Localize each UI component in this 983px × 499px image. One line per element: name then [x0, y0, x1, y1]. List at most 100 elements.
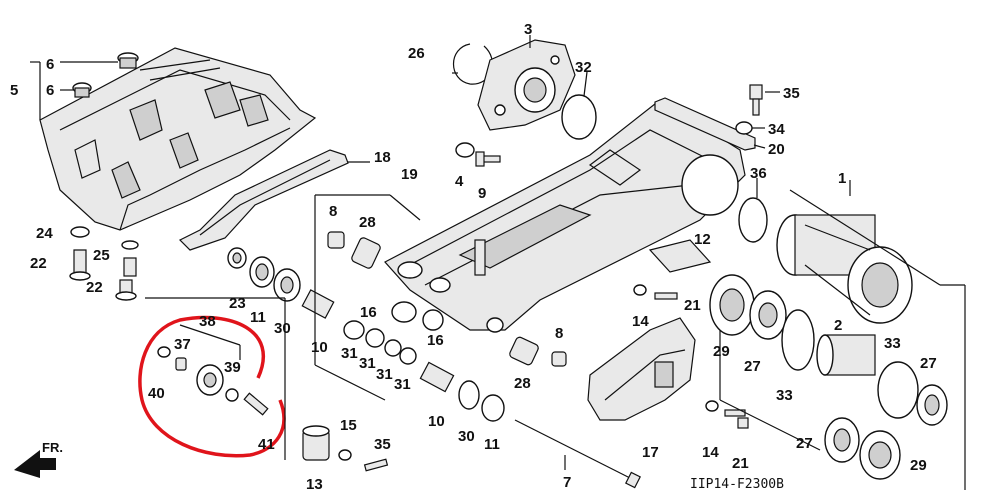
- callout-13: 13: [306, 476, 323, 493]
- collar-14b: [705, 400, 719, 412]
- bearing-27c: [824, 417, 860, 463]
- callout-21b: 21: [732, 455, 749, 472]
- eccentric-hub-1: [776, 214, 913, 324]
- collar-25: [121, 240, 139, 277]
- spacer-2: [816, 334, 876, 376]
- cap-8b: [551, 351, 567, 367]
- callout-11b: 11: [484, 436, 500, 453]
- chain-rail-20: [654, 97, 756, 151]
- callout-17: 17: [642, 444, 659, 461]
- callout-27b: 27: [920, 355, 937, 372]
- callout-6a: 6: [46, 56, 54, 73]
- callout-4: 4: [455, 173, 464, 190]
- collar-37: [175, 357, 187, 371]
- callout-3: 3: [524, 21, 532, 38]
- bearing-31c: [384, 339, 402, 357]
- callout-26: 26: [408, 45, 425, 62]
- callout-22b: 22: [86, 279, 103, 296]
- callout-39: 39: [224, 359, 241, 376]
- callout-8a: 8: [329, 203, 337, 220]
- bearing-31d: [399, 347, 417, 365]
- bearing-31a: [343, 320, 365, 340]
- bolt-21a: [654, 292, 678, 300]
- bolt-35a: [749, 84, 763, 116]
- bearing-11b: [481, 394, 505, 422]
- pivot-bolt-7: [514, 419, 641, 489]
- bolt-22a: [69, 249, 91, 281]
- callout-24: 24: [36, 225, 53, 242]
- callout-31d: 31: [394, 376, 411, 393]
- collar-10b: [419, 361, 455, 393]
- callout-29a: 29: [713, 343, 730, 360]
- bearing-27b: [916, 384, 948, 426]
- collar-28a: [351, 237, 381, 269]
- callout-28a: 28: [359, 214, 376, 231]
- callout-5: 5: [10, 82, 18, 99]
- seal-30a: [273, 268, 301, 302]
- callout-27a: 27: [744, 358, 761, 375]
- callout-22a: 22: [30, 255, 47, 272]
- callout-20: 20: [768, 141, 785, 158]
- callout-36: 36: [750, 165, 767, 182]
- callout-33a: 33: [776, 387, 793, 404]
- callout-9: 9: [478, 185, 486, 202]
- seal-30b: [458, 380, 480, 410]
- callout-30b: 30: [458, 428, 475, 445]
- rubber-mount-6b: [72, 82, 92, 98]
- seal-29b: [859, 430, 901, 480]
- callout-29b: 29: [910, 457, 927, 474]
- bearing-27a: [749, 290, 787, 340]
- callout-2: 2: [834, 317, 842, 334]
- callout-33b: 33: [884, 335, 901, 352]
- callout-1: 1: [838, 170, 846, 187]
- collar-39: [225, 388, 239, 402]
- skid-plate-guard: [39, 47, 317, 231]
- callout-14a: 14: [632, 313, 649, 330]
- callout-27c: 27: [796, 435, 813, 452]
- o-ring-33a: [781, 309, 815, 371]
- callout-41: 41: [258, 436, 275, 453]
- collar-10a: [301, 289, 335, 319]
- bearing-29a: [709, 274, 755, 336]
- bearing-31b: [365, 328, 385, 348]
- bolt-9: [475, 151, 501, 167]
- callout-31a: 31: [341, 345, 358, 362]
- washer-24: [70, 226, 90, 238]
- callout-10a: 10: [311, 339, 328, 356]
- cap-16a: [391, 301, 417, 323]
- callout-31b: 31: [359, 355, 376, 372]
- bracket-12: [648, 239, 712, 273]
- callout-32: 32: [575, 59, 592, 76]
- collar-4: [455, 142, 475, 158]
- highlight-circle: [138, 315, 286, 458]
- bolt-22b: [115, 279, 137, 301]
- callout-16b: 16: [427, 332, 444, 349]
- callout-35b: 35: [374, 436, 391, 453]
- callout-labels: 1 2 3 4 5 6 6 7 8 8 9 10 10 11 11 12 13 …: [10, 21, 937, 493]
- diagram-code: IIP14-F2300B: [690, 477, 784, 492]
- callout-12: 12: [694, 231, 711, 248]
- callout-21a: 21: [684, 297, 701, 314]
- collar-14a: [633, 284, 647, 296]
- callout-14b: 14: [702, 444, 719, 461]
- callout-30a: 30: [274, 320, 291, 337]
- callout-19: 19: [401, 166, 418, 183]
- bolt-41: [243, 392, 269, 416]
- callout-35a: 35: [783, 85, 800, 102]
- roller-38: [196, 364, 224, 396]
- callout-11a: 11: [250, 309, 266, 326]
- collar-28b: [509, 336, 539, 366]
- callout-15: 15: [340, 417, 357, 434]
- dust-seal-23: [227, 247, 247, 269]
- cap-16b: [422, 309, 444, 331]
- callout-16a: 16: [360, 304, 377, 321]
- callout-37: 37: [174, 336, 191, 353]
- chain-case-17: [587, 317, 696, 421]
- chain-slider-18: [178, 149, 349, 251]
- swingarm-19: [384, 99, 746, 333]
- callout-6b: 6: [46, 82, 54, 99]
- front-direction-arrow: FR.: [14, 440, 63, 478]
- callout-28b: 28: [514, 375, 531, 392]
- callout-40: 40: [148, 385, 165, 402]
